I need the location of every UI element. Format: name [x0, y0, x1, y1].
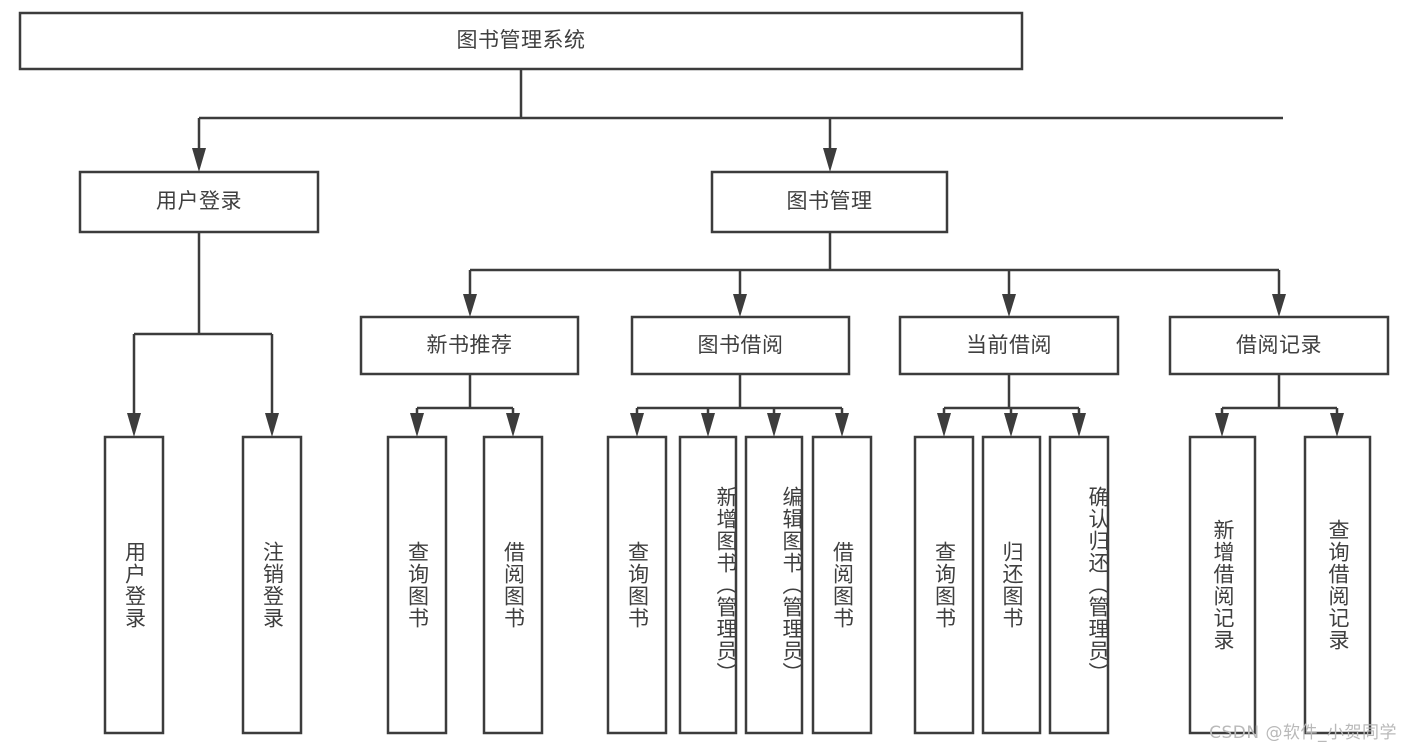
node-box-leaf-borrow-book-1[interactable]	[482, 435, 544, 735]
node-box-leaf-query-record[interactable]	[1303, 435, 1372, 735]
connector-record-to-leaves	[1215, 374, 1344, 437]
connector-login-to-leaves	[127, 232, 279, 437]
node-box-newbook[interactable]	[359, 315, 580, 376]
node-box-leaf-query-book-1[interactable]	[386, 435, 448, 735]
connector-borrow-to-leaves	[630, 374, 849, 437]
node-box-leaf-user-logout[interactable]	[241, 435, 303, 735]
node-box-leaf-borrow-book-2[interactable]	[811, 435, 873, 735]
node-box-bookmgmt[interactable]	[710, 170, 949, 234]
node-box-record[interactable]	[1168, 315, 1390, 376]
connector-current-to-leaves	[937, 374, 1086, 437]
connector-root-to-level2	[192, 69, 1283, 172]
watermark: CSDN @软件_小贺同学	[1209, 723, 1397, 743]
node-box-leaf-edit-book[interactable]	[744, 435, 804, 735]
node-box-login[interactable]	[78, 170, 320, 234]
connector-newbook-to-leaves	[410, 374, 520, 437]
connector-bookmgmt-to-level3	[463, 232, 1286, 317]
node-box-leaf-confirm-return[interactable]	[1048, 435, 1110, 735]
node-box-leaf-query-book-3[interactable]	[913, 435, 975, 735]
node-box-borrow[interactable]	[630, 315, 851, 376]
node-box-leaf-user-login[interactable]	[103, 435, 165, 735]
node-box-leaf-query-book-2[interactable]	[606, 435, 668, 735]
node-box-root[interactable]	[18, 11, 1024, 71]
node-box-leaf-add-record[interactable]	[1188, 435, 1257, 735]
node-box-current[interactable]	[898, 315, 1120, 376]
node-box-leaf-add-book[interactable]	[678, 435, 738, 735]
node-box-leaf-return-book[interactable]	[981, 435, 1042, 735]
